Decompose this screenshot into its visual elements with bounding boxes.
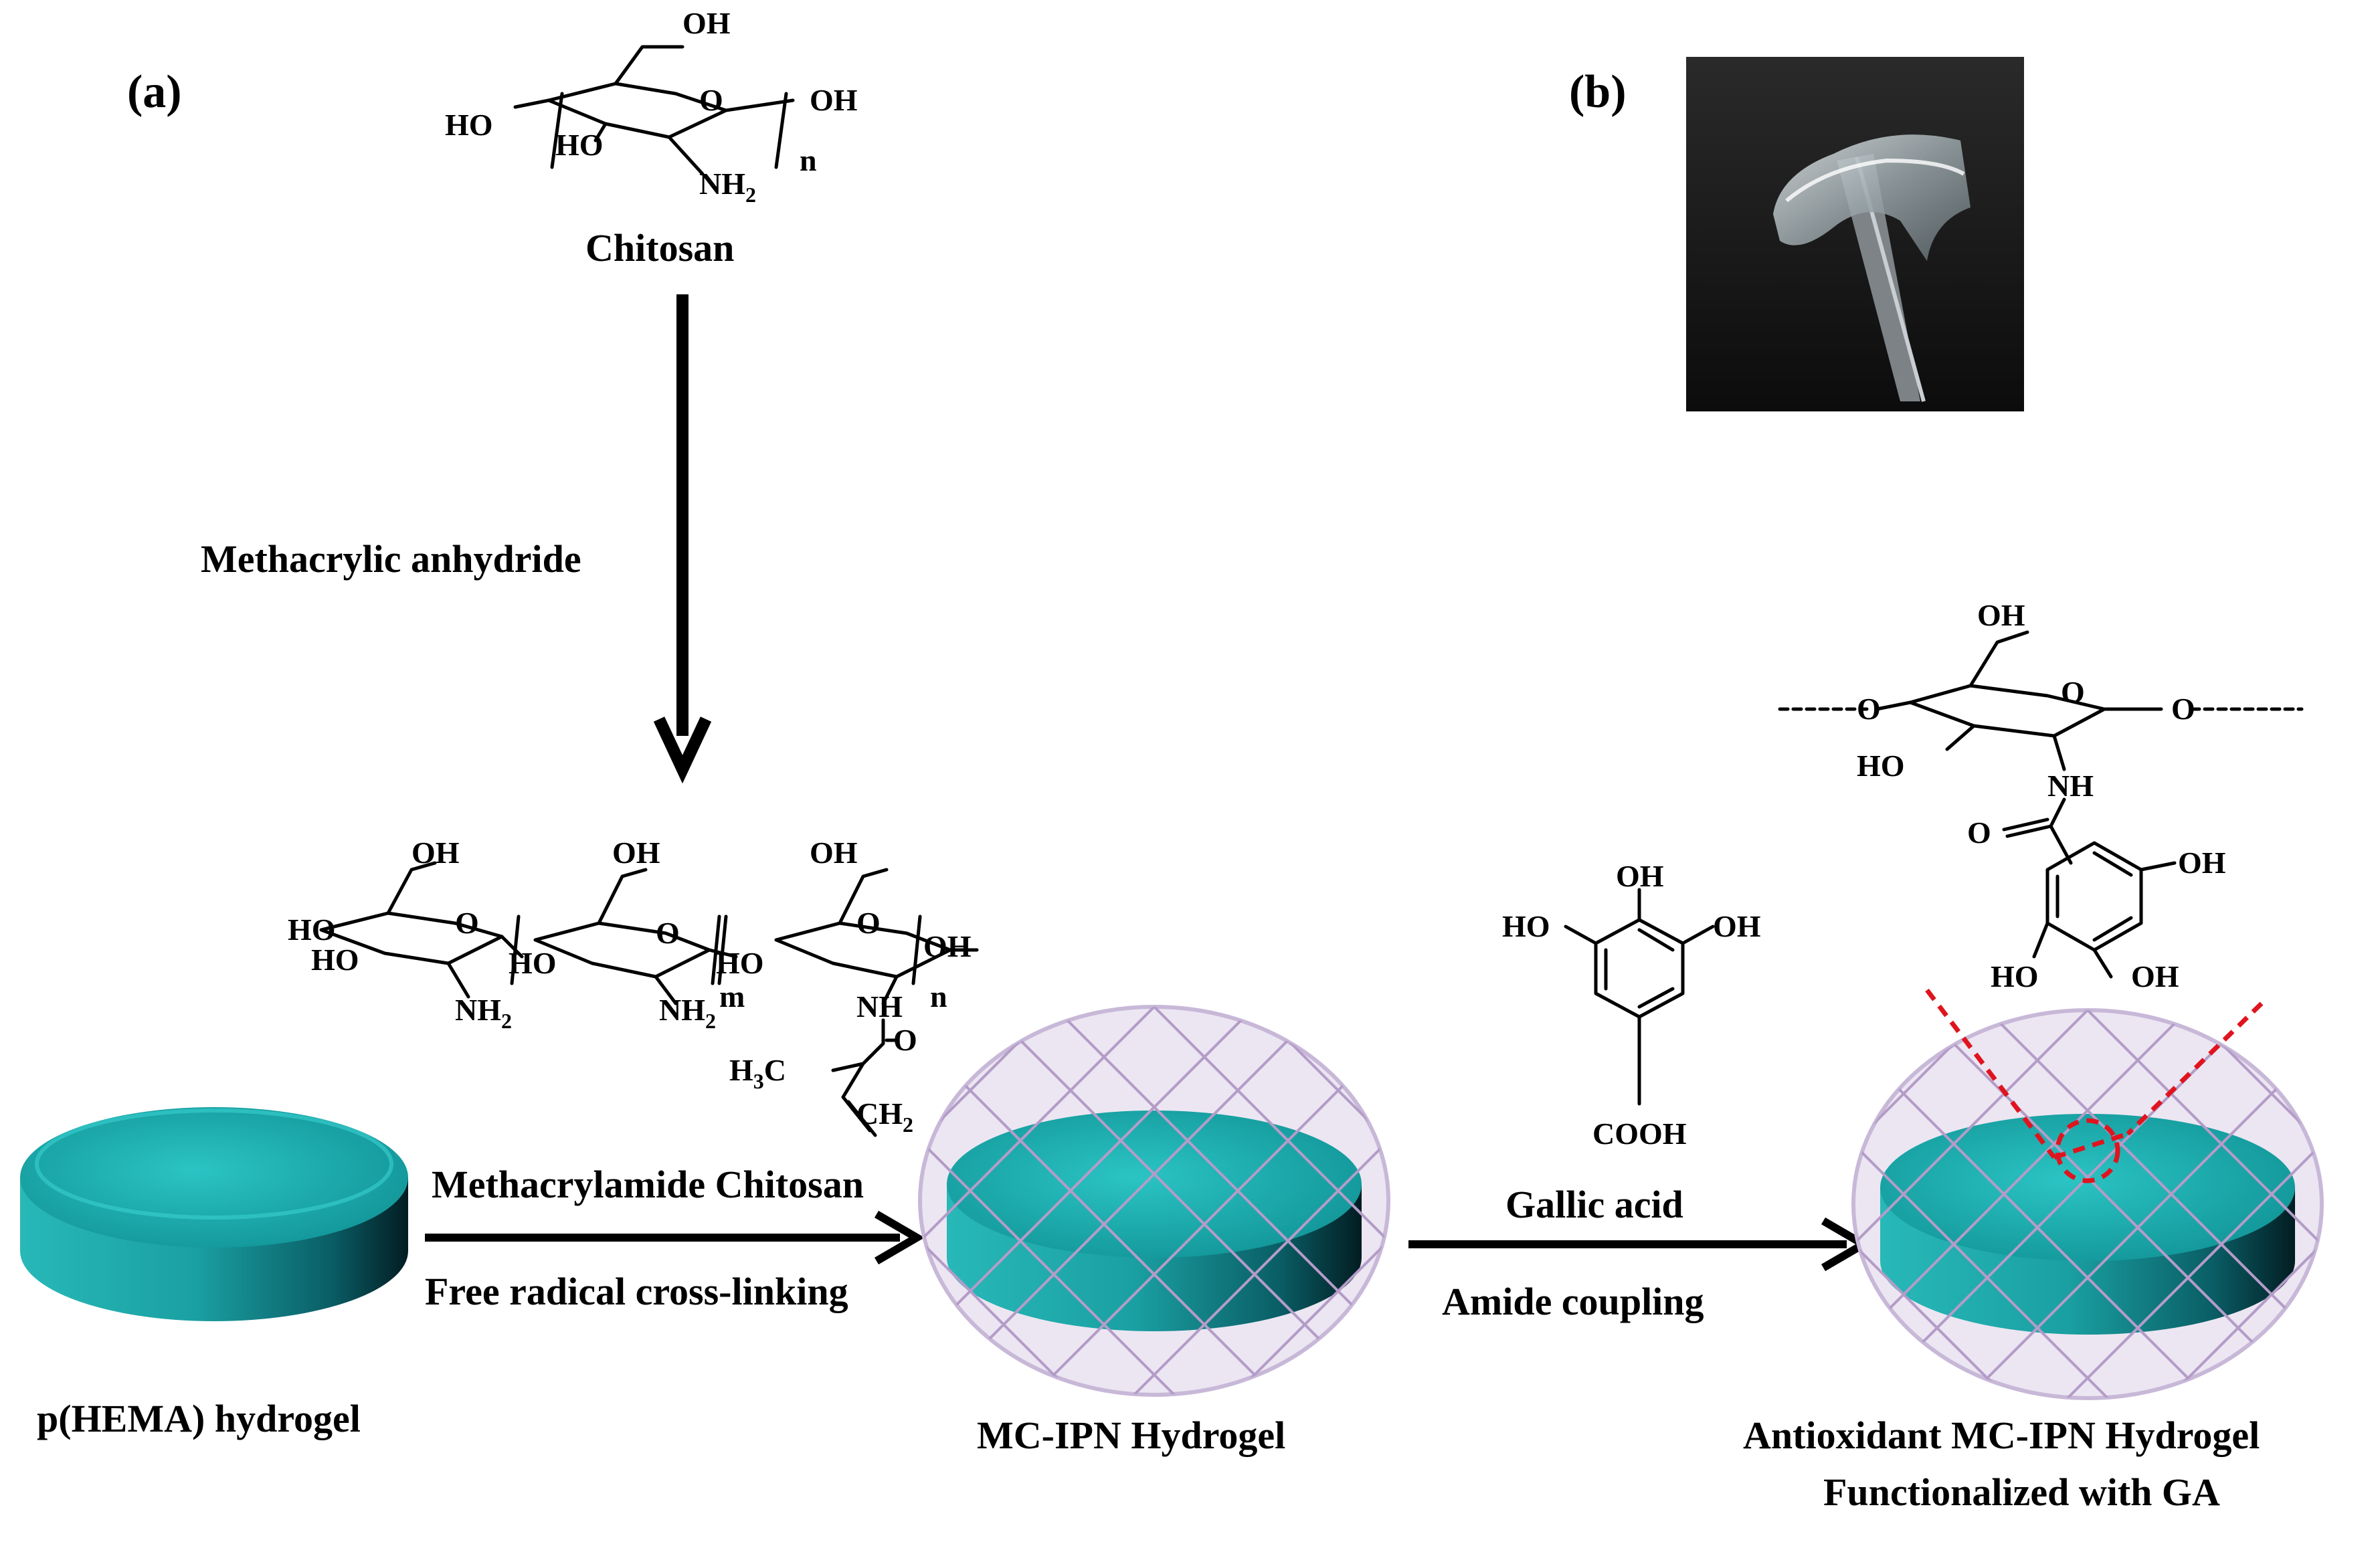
mc-h3c: H3C (729, 1053, 786, 1093)
mc-ring-o-1: O (455, 906, 479, 940)
chitosan-repeat-n: n (800, 143, 817, 177)
mc-ring-o-2: O (656, 916, 680, 950)
mc-ho-c: HO (509, 946, 557, 980)
product-oh-top: OH (1977, 598, 2025, 632)
product-label-line1: Antioxidant MC-IPN Hydrogel (1743, 1414, 2260, 1457)
panel-label-b: (b) (1569, 66, 1627, 118)
product-ho-bottom: HO (1991, 959, 2039, 993)
step2-line1: Methacrylamide Chitosan (432, 1163, 864, 1206)
mc-ring-o-3: O (856, 906, 881, 940)
antioxidant-hydrogel-disk (1851, 1008, 2324, 1400)
gallic-oh-right: OH (1713, 909, 1761, 943)
chitosan-ho-ring: HO (555, 128, 604, 162)
phema-hydrogel-disk (20, 1107, 408, 1321)
mc-nh2-a: NH2 (455, 993, 512, 1033)
product-carbonyl-o: O (1967, 815, 1991, 850)
panel-label-a: (a) (127, 66, 182, 118)
mc-oh-2: OH (612, 836, 660, 870)
chitosan-structure: OH HO HO O OH NH2 n Chitosan (445, 6, 858, 270)
product-label-line2: Functionalized with GA (1823, 1470, 2220, 1514)
reagent-amide-coupling: Amide coupling (1442, 1280, 1704, 1323)
product-nh: NH (2047, 769, 2094, 803)
product-oh-bottom: OH (2131, 959, 2179, 993)
phema-label: p(HEMA) hydrogel (37, 1397, 361, 1440)
ga-attachment-marker (1925, 988, 2264, 1183)
chitosan-ho-left: HO (445, 108, 493, 142)
mc-ch2: CH2 (856, 1096, 913, 1137)
product-ho: HO (1857, 749, 1905, 783)
product-o-left: O (1857, 692, 1881, 726)
product-ring-o: O (2061, 675, 2085, 709)
chitosan-ring-o: O (699, 83, 723, 117)
gallic-cooh: COOH (1592, 1117, 1687, 1151)
mc-nh2-b: NH2 (659, 993, 716, 1033)
step2-line2: Free radical cross-linking (425, 1270, 848, 1313)
methacrylamide-chitosan-structure: OH OH OH HO HO HO HO O O O NH2 NH2 m OH … (288, 836, 979, 1137)
mc-oh-3: OH (810, 836, 858, 870)
product-o-right: O (2171, 692, 2195, 726)
gallic-ho-left: HO (1502, 909, 1550, 943)
gallic-acid-label: Gallic acid (1505, 1183, 1683, 1226)
chitosan-oh-top: OH (682, 6, 731, 40)
mc-repeat-m: m (719, 979, 745, 1013)
chitosan-nh2: NH2 (699, 167, 756, 207)
hydrogel-photo (1686, 57, 2024, 411)
mc-nh: NH (856, 989, 903, 1024)
mc-ipn-hydrogel-disk (918, 1005, 1390, 1397)
mc-ho-b: HO (311, 943, 359, 977)
chitosan-oh-right: OH (810, 83, 858, 117)
mc-carbonyl-o: O (893, 1023, 917, 1057)
mc-ipn-label: MC-IPN Hydrogel (977, 1414, 1285, 1457)
gallic-acid-structure: OH HO OH COOH Gallic acid (1502, 859, 1761, 1226)
mc-oh-end: OH (923, 929, 972, 963)
arrow-crosslinking-head (874, 1210, 925, 1265)
product-oh-right: OH (2178, 846, 2226, 880)
mc-oh-1: OH (411, 836, 460, 870)
reagent-methacrylic-anhydride: Methacrylic anhydride (201, 537, 581, 581)
mc-ho-a: HO (288, 912, 336, 947)
mc-ho-d: HO (716, 946, 764, 980)
chitosan-label: Chitosan (585, 226, 734, 270)
gallic-oh-top: OH (1616, 859, 1664, 893)
arrow-methacrylation-head (653, 716, 712, 784)
ga-chitosan-structure: OH O O O HO NH O OH HO OH (1778, 598, 2304, 993)
mc-repeat-n: n (930, 979, 947, 1013)
